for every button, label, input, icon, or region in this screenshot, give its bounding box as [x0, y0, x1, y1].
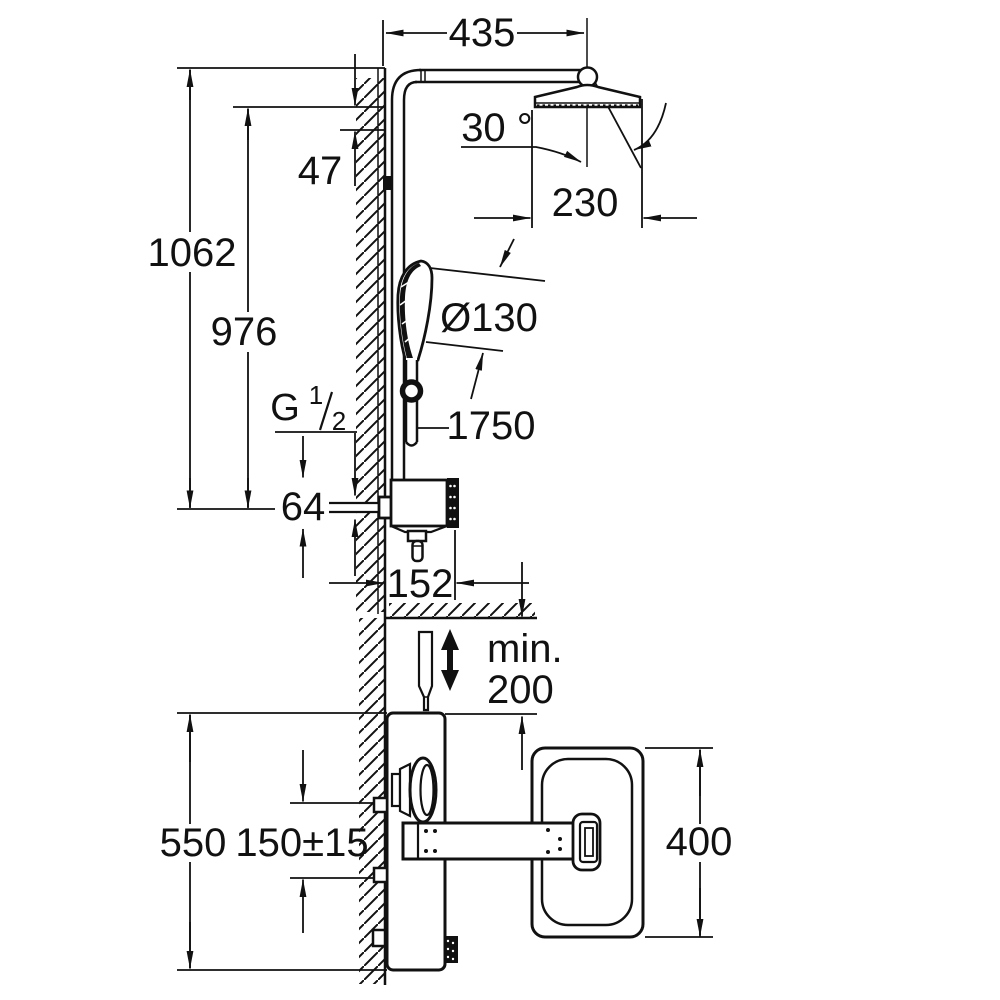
- thread-denominator: 2: [332, 406, 346, 436]
- spout: [401, 821, 578, 861]
- dim-min-label: min.: [487, 627, 563, 671]
- dim-30deg: 30 °: [461, 106, 582, 163]
- dim-1750: 1750: [418, 404, 535, 448]
- dim-152: 152: [329, 530, 529, 606]
- dim-diameter-130: Ø130: [425, 238, 546, 400]
- dim-230-label: 230: [552, 181, 619, 225]
- dim-400: 400: [645, 747, 733, 938]
- adjust-arrow-icon: [441, 629, 459, 691]
- dim-47: 47: [298, 54, 385, 193]
- dim-1062: 1062: [148, 67, 385, 510]
- wall-section-upper: [356, 68, 394, 618]
- hand-shower-spray-face: [399, 263, 421, 362]
- dim-230: 230: [474, 99, 697, 228]
- dim-angle-label: 30 °: [461, 106, 533, 150]
- dim-64: 64: [281, 436, 326, 578]
- hose-outlet-flange: [406, 529, 428, 543]
- dim-64-label: 64: [281, 485, 326, 529]
- dim-550-label: 550: [160, 821, 227, 865]
- hose-outlet-nipple: [411, 539, 424, 563]
- diverter-knurled-knob: [444, 936, 458, 963]
- dim-dia130-label: Ø130: [440, 296, 538, 340]
- swivel-arc-arrow: [633, 102, 667, 151]
- dim-152-label: 152: [387, 562, 454, 606]
- screwdriver-icon: [417, 630, 434, 712]
- fraction-slash: [318, 391, 334, 431]
- head-shower: [533, 66, 667, 169]
- control-knob: [390, 756, 438, 824]
- aerator: [571, 812, 602, 872]
- dim-150-15: 150±15: [235, 750, 374, 933]
- supply-connection-upper: [372, 796, 389, 814]
- shower-arm: [415, 68, 589, 84]
- dim-400-label: 400: [666, 820, 733, 864]
- dim-435: 435: [382, 11, 585, 66]
- valve-body: [389, 478, 449, 528]
- dim-550: 550: [160, 712, 387, 971]
- valve-knurled-knob: [447, 478, 459, 528]
- ball-joint: [576, 66, 599, 88]
- dim-1750-label: 1750: [447, 404, 536, 448]
- dim-47-label: 47: [298, 149, 343, 193]
- hand-shower: [396, 259, 434, 447]
- dim-min-200: min. 200: [445, 562, 563, 770]
- thread-g-label: G: [270, 387, 300, 429]
- thread-numerator: 1: [309, 380, 323, 410]
- hand-shower-holder-ring: [399, 379, 424, 403]
- dim-g-half: G 1 2: [270, 380, 359, 576]
- dim-435-label: 435: [449, 11, 516, 55]
- supply-connection-lower: [372, 866, 389, 884]
- dim-976-label: 976: [211, 310, 278, 354]
- wall-connection: [371, 928, 387, 948]
- dim-200-label: 200: [487, 668, 554, 712]
- dim-976: 976: [211, 106, 385, 509]
- thermostat-valve: [329, 478, 459, 563]
- dim-150-label: 150±15: [235, 821, 368, 865]
- dim-1062-label: 1062: [148, 231, 237, 275]
- pipe-bracket: [383, 176, 394, 190]
